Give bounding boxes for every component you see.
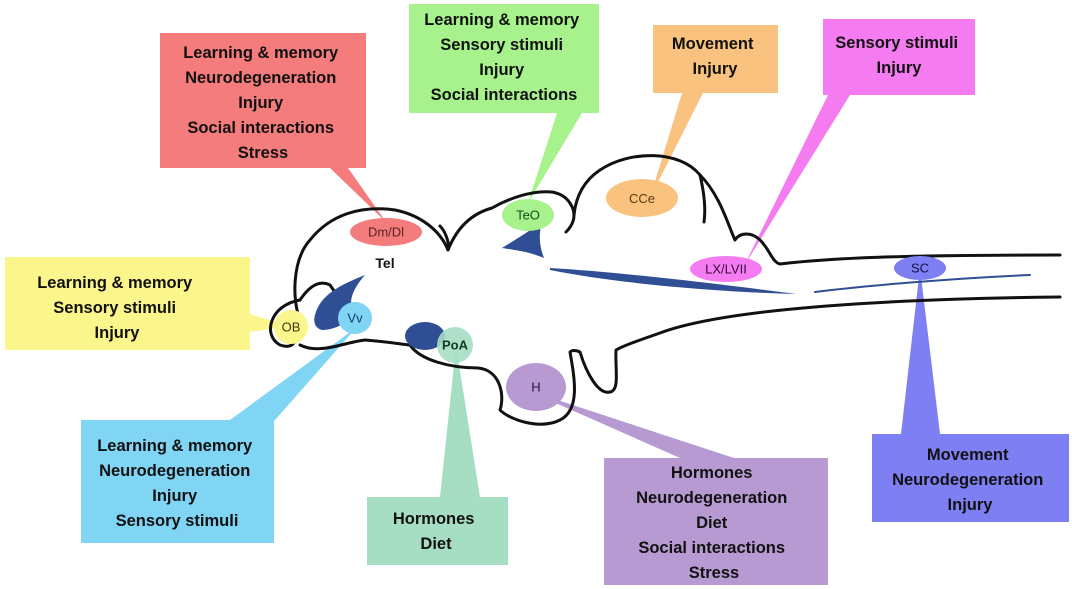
telencephalic-ventricle	[314, 275, 365, 330]
callout-h-line-5: Stress	[689, 564, 739, 582]
telencephalon-fold	[438, 224, 450, 252]
callout-h-line-2: Neurodegeneration	[636, 489, 787, 507]
callout-teo: Learning & memory Sensory stimuli Injury…	[409, 4, 599, 113]
region-lx-lvii-label: LX/LVII	[705, 262, 747, 277]
callout-dmdl: Learning & memory Neurodegeneration Inju…	[160, 33, 366, 168]
region-ob-label: OB	[282, 320, 301, 335]
svg-text:Hormones Neurodegenera: Hormones Neurodegeneration Diet Social i…	[636, 464, 792, 582]
region-ob: OB	[274, 310, 308, 344]
callout-teo-line-2: Sensory stimuli	[440, 36, 563, 54]
svg-text:Learning & memory Neur: Learning & memory Neurodegeneration Inju…	[183, 44, 343, 162]
callout-dmdl-line-3: Injury	[238, 94, 284, 112]
svg-text:Movement Injury: Movement Injury	[672, 35, 758, 78]
svg-text:Sensory stimuli Injury: Sensory stimuli Injury	[835, 34, 962, 77]
region-vv: Vv	[338, 302, 372, 334]
callout-h-line-1: Hormones	[671, 464, 753, 482]
callout-poa-line-2: Diet	[420, 535, 452, 553]
callout-ob: Learning & memory Sensory stimuli Injury	[5, 257, 250, 350]
spinal-cord-line	[814, 274, 1031, 293]
callout-boxes: Learning & memory Neurodegeneration Inju…	[5, 4, 1069, 585]
lx-callout-tail	[744, 95, 850, 266]
region-vv-label: Vv	[347, 311, 363, 326]
brain-lower-contour	[298, 295, 1062, 426]
tectum-fold	[564, 213, 576, 234]
region-dmdl: Dm/Dl	[350, 218, 422, 246]
callout-lx-lvii: Sensory stimuli Injury	[823, 19, 975, 95]
callout-dmdl-line-1: Learning & memory	[183, 44, 339, 62]
callout-poa-line-1: Hormones	[393, 510, 475, 528]
svg-text:Hormones Diet: Hormones Diet	[393, 510, 479, 553]
poa-callout-tail	[440, 346, 480, 497]
callout-cce-line-2: Injury	[693, 60, 739, 78]
callout-lx-line-2: Injury	[877, 59, 923, 77]
brain-upper-contour	[269, 154, 1062, 348]
callout-dmdl-line-4: Social interactions	[187, 119, 334, 137]
region-poa-label: PoA	[442, 338, 469, 353]
svg-text:Learning & memory Sens: Learning & memory Sensory stimuli Injury	[37, 274, 197, 342]
h-callout-tail	[524, 389, 734, 458]
rhombencephalic-ventricle	[550, 268, 796, 294]
cce-callout-tail	[650, 93, 703, 198]
teo-callout-tail	[528, 113, 582, 203]
callout-dmdl-line-2: Neurodegeneration	[185, 69, 336, 87]
callout-h: Hormones Neurodegeneration Diet Social i…	[604, 458, 828, 585]
callout-vv-line-1: Learning & memory	[97, 437, 253, 455]
callout-vv-line-2: Neurodegeneration	[99, 462, 250, 480]
region-teo: TeO	[502, 199, 554, 231]
callout-cce-line-1: Movement	[672, 35, 754, 53]
cerebellum-fold	[698, 173, 707, 224]
callout-vv: Learning & memory Neurodegeneration Inju…	[81, 420, 274, 543]
region-sc-label: SC	[911, 261, 929, 276]
callout-teo-line-1: Learning & memory	[424, 11, 580, 29]
ventricle-shapes	[314, 222, 796, 350]
region-teo-label: TeO	[516, 208, 540, 223]
callout-lx-line-1: Sensory stimuli	[835, 34, 958, 52]
brain-regions: Dm/Dl TeO CCe LX/LVII OB Vv PoA H	[274, 179, 946, 411]
sc-callout-tail	[901, 268, 940, 434]
callout-ob-line-3: Injury	[95, 324, 141, 342]
callout-h-line-4: Social interactions	[638, 539, 785, 557]
vv-callout-tail	[230, 327, 357, 420]
region-dmdl-label: Dm/Dl	[368, 225, 404, 240]
region-cce: CCe	[606, 179, 678, 217]
svg-text:Learning & memory Sens: Learning & memory Sensory stimuli Injury…	[424, 11, 584, 104]
region-h-label: H	[531, 380, 540, 395]
callout-dmdl-line-5: Stress	[238, 144, 288, 162]
callout-sc-line-3: Injury	[948, 496, 994, 514]
svg-text:Movement Neurodegenera: Movement Neurodegeneration Injury	[892, 446, 1048, 514]
callout-ob-line-2: Sensory stimuli	[53, 299, 176, 317]
callout-h-line-3: Diet	[696, 514, 728, 532]
callout-teo-line-3: Injury	[479, 61, 525, 79]
region-lx-lvii: LX/LVII	[690, 256, 762, 282]
callout-cce: Movement Injury	[653, 25, 778, 93]
callout-sc-line-1: Movement	[927, 446, 1009, 464]
callout-sc: Movement Neurodegeneration Injury	[872, 434, 1069, 522]
tectal-ventricle	[502, 222, 544, 258]
callout-sc-line-2: Neurodegeneration	[892, 471, 1043, 489]
dmdl-callout-tail	[330, 168, 386, 222]
callout-ob-line-1: Learning & memory	[37, 274, 193, 292]
callout-vv-line-4: Sensory stimuli	[116, 512, 239, 530]
region-h: H	[506, 363, 566, 411]
callout-teo-line-4: Social interactions	[431, 86, 578, 104]
telencephalon-label: Tel	[375, 255, 394, 271]
poa-dark-region	[405, 322, 445, 350]
svg-text:Learning & memory Neur: Learning & memory Neurodegeneration Inju…	[97, 437, 257, 530]
callout-poa: Hormones Diet	[367, 497, 508, 565]
region-sc: SC	[894, 256, 946, 280]
region-poa: PoA	[437, 327, 473, 363]
callout-vv-line-3: Injury	[152, 487, 198, 505]
region-cce-label: CCe	[629, 191, 655, 206]
